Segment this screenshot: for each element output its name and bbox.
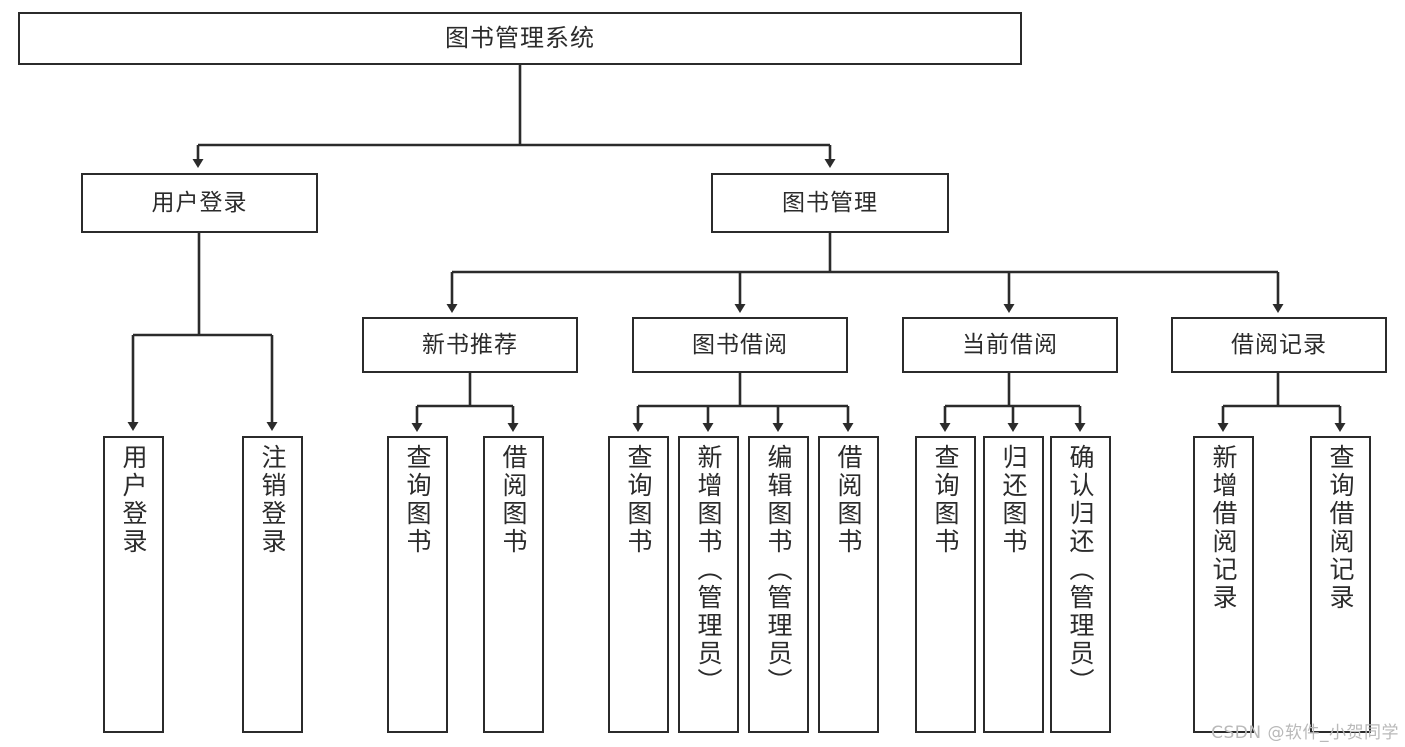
leaf-borrow-book-recommend[interactable]: 借阅图书 [483, 436, 544, 733]
leaf-user-login[interactable]: 用户登录 [103, 436, 164, 733]
node-label: 新书推荐 [422, 331, 518, 358]
node-label: 归还图书 [999, 444, 1028, 556]
csdn-watermark: CSDN @软件_小贺同学 [1211, 723, 1399, 743]
node-new-book-recommend[interactable]: 新书推荐 [362, 317, 578, 373]
node-label: 编辑图书（管理员） [764, 444, 793, 696]
node-label: 用户登录 [151, 189, 248, 216]
leaf-query-book-recommend[interactable]: 查询图书 [387, 436, 448, 733]
node-user-login[interactable]: 用户登录 [81, 173, 318, 233]
leaf-return-book[interactable]: 归还图书 [983, 436, 1044, 733]
node-book-borrow[interactable]: 图书借阅 [632, 317, 848, 373]
leaf-edit-book[interactable]: 编辑图书（管理员） [748, 436, 809, 733]
node-label: 借阅记录 [1231, 331, 1327, 358]
node-label: 用户登录 [119, 444, 148, 556]
node-root-system[interactable]: 图书管理系统 [18, 12, 1022, 65]
node-label: 当前借阅 [962, 331, 1058, 358]
node-current-borrow[interactable]: 当前借阅 [902, 317, 1118, 373]
node-label: 图书管理 [782, 189, 878, 216]
node-label: 新增借阅记录 [1209, 444, 1238, 612]
leaf-confirm-return[interactable]: 确认归还（管理员） [1050, 436, 1111, 733]
leaf-logout-login[interactable]: 注销登录 [242, 436, 303, 733]
node-label: 查询图书 [403, 444, 432, 556]
node-borrow-record[interactable]: 借阅记录 [1171, 317, 1387, 373]
node-label: 注销登录 [258, 444, 287, 556]
node-label: 确认归还（管理员） [1066, 444, 1095, 696]
node-label: 借阅图书 [834, 444, 863, 556]
node-label: 查询借阅记录 [1326, 444, 1355, 612]
node-label: 查询图书 [931, 444, 960, 556]
node-book-manage[interactable]: 图书管理 [711, 173, 949, 233]
leaf-add-borrow-record[interactable]: 新增借阅记录 [1193, 436, 1254, 733]
leaf-borrow-book[interactable]: 借阅图书 [818, 436, 879, 733]
node-label: 图书借阅 [692, 331, 788, 358]
node-label: 借阅图书 [499, 444, 528, 556]
node-label: 查询图书 [624, 444, 653, 556]
leaf-query-borrow-record[interactable]: 查询借阅记录 [1310, 436, 1371, 733]
leaf-query-book-borrow[interactable]: 查询图书 [608, 436, 669, 733]
node-label: 新增图书（管理员） [694, 444, 723, 696]
node-label: 图书管理系统 [445, 23, 595, 52]
leaf-query-book-current[interactable]: 查询图书 [915, 436, 976, 733]
leaf-add-book[interactable]: 新增图书（管理员） [678, 436, 739, 733]
